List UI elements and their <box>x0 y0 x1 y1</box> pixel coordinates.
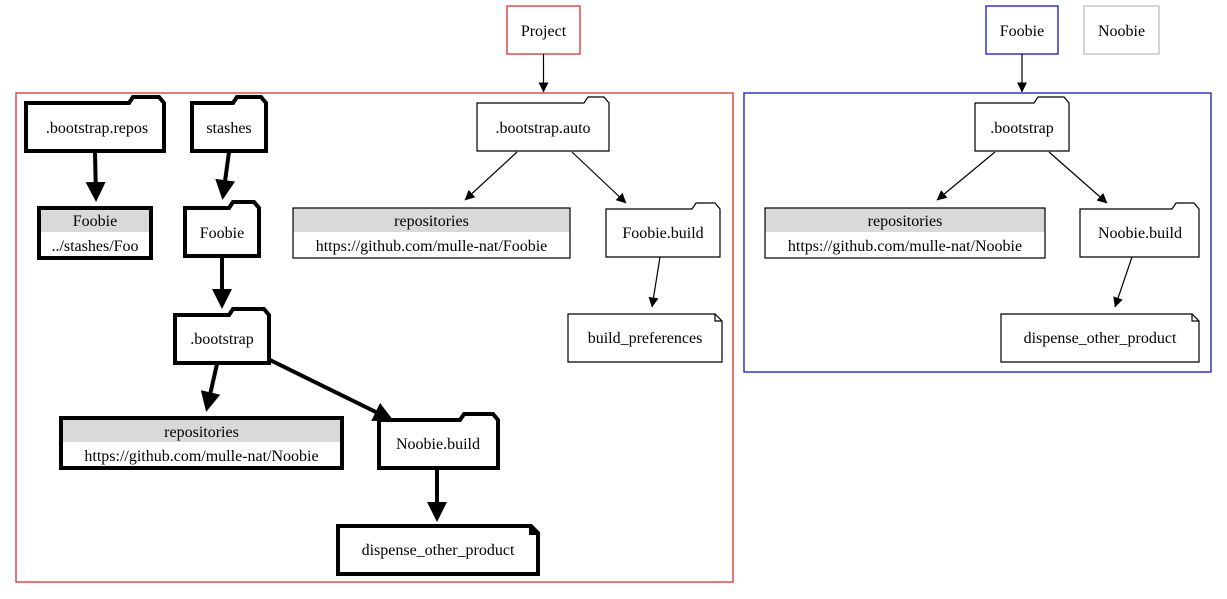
folder-icon <box>605 202 721 258</box>
folder-icon <box>1079 202 1200 258</box>
project-node: Project <box>506 5 581 55</box>
note-icon <box>567 313 723 363</box>
record-border <box>37 206 153 260</box>
project-node-box <box>506 5 581 55</box>
note-label: dispense_other_product <box>362 542 515 559</box>
record-url: https://github.com/mulle-nat/Noobie <box>84 448 318 465</box>
folder-icon <box>183 200 261 258</box>
note-label: build_preferences <box>588 330 703 347</box>
folder-label: stashes <box>206 120 251 137</box>
record-title: repositories <box>164 424 239 441</box>
foobie-noobie-build-folder: Noobie.build <box>1079 202 1200 258</box>
folder-label: .bootstrap <box>190 331 254 348</box>
record-title: Foobie <box>73 213 117 230</box>
note-icon <box>336 524 540 576</box>
folder-label: Noobie.build <box>1098 225 1182 242</box>
note-icon <box>1000 313 1200 363</box>
edge-auto-to-repositories <box>464 151 518 201</box>
noobie-node-box <box>1083 5 1160 55</box>
build-preferences-note: build_preferences <box>567 313 723 363</box>
record-title: repositories <box>394 213 469 230</box>
folder-icon <box>377 412 500 470</box>
stash-noobie-build-folder: Noobie.build <box>377 412 500 470</box>
record-path: ../stashes/Foo <box>51 238 138 255</box>
noobie-node: Noobie <box>1083 5 1160 55</box>
folder-label: .bootstrap.auto <box>495 120 590 137</box>
note-corner <box>714 314 722 322</box>
edge-bootstrap-to-repositories <box>936 151 996 201</box>
record-header-fill <box>765 208 1045 232</box>
foobie-node-box <box>985 5 1059 55</box>
bootstrap-repos-folder: .bootstrap.repos <box>24 95 166 153</box>
bootstrap-auto-folder: .bootstrap.auto <box>476 96 610 152</box>
edge-repos-to-foobie <box>85 151 106 202</box>
edge-noobie-build-to-dispense <box>1113 256 1133 308</box>
folder-label: .bootstrap <box>990 120 1054 137</box>
edge-bootstrap-to-noobie-build <box>1048 151 1108 204</box>
record-header-fill <box>293 208 570 232</box>
stash-bootstrap-folder: .bootstrap <box>173 307 271 365</box>
stash-foobie-folder: Foobie <box>183 200 261 258</box>
record-border <box>292 207 571 259</box>
folder-icon <box>190 95 268 153</box>
stash-dispense-note: dispense_other_product <box>336 524 540 576</box>
folder-label: Foobie.build <box>622 225 703 242</box>
project-node-label: Project <box>521 23 567 40</box>
edge-stash-bootstrap-to-noobie-build <box>267 357 394 421</box>
folder-icon <box>173 307 271 365</box>
note-corner <box>1191 314 1199 322</box>
folder-icon <box>974 96 1070 152</box>
foobie-dispense-note: dispense_other_product <box>1000 313 1200 363</box>
record-url: https://github.com/mulle-nat/Noobie <box>788 238 1022 255</box>
auto-repositories-record: repositories https://github.com/mulle-na… <box>292 207 571 259</box>
note-label: dispense_other_product <box>1024 330 1177 347</box>
record-border <box>764 207 1046 259</box>
record-border <box>59 416 344 470</box>
foobie-repositories-record: repositories https://github.com/mulle-na… <box>764 207 1046 259</box>
note-corner <box>529 526 538 535</box>
folder-label: Noobie.build <box>396 436 480 453</box>
foobie-bootstrap-folder: .bootstrap <box>974 96 1070 152</box>
project-cluster <box>15 92 734 583</box>
record-header-fill <box>61 418 342 442</box>
edge-stashes-to-foobie <box>215 151 236 200</box>
noobie-node-label: Noobie <box>1098 23 1145 40</box>
edge-foobie-build-to-preferences <box>648 256 661 308</box>
foobie-node: Foobie <box>985 5 1059 55</box>
foobie-build-folder: Foobie.build <box>605 202 721 258</box>
edge-stash-bootstrap-to-repositories <box>200 363 221 412</box>
folder-icon <box>24 95 166 153</box>
record-header-fill <box>39 208 151 232</box>
folder-label: Foobie <box>200 225 244 242</box>
foobie-cluster <box>743 92 1212 373</box>
folder-label: .bootstrap.repos <box>46 120 148 137</box>
folder-icon <box>476 96 610 152</box>
record-url: https://github.com/mulle-nat/Foobie <box>316 238 548 255</box>
stash-repositories-record: repositories https://github.com/mulle-na… <box>59 416 344 470</box>
stashes-folder: stashes <box>190 95 268 153</box>
edge-auto-to-foobie-build <box>571 151 627 204</box>
foobie-repository-record: Foobie ../stashes/Foo <box>37 206 153 260</box>
foobie-node-label: Foobie <box>1000 23 1044 40</box>
record-title: repositories <box>868 213 943 230</box>
